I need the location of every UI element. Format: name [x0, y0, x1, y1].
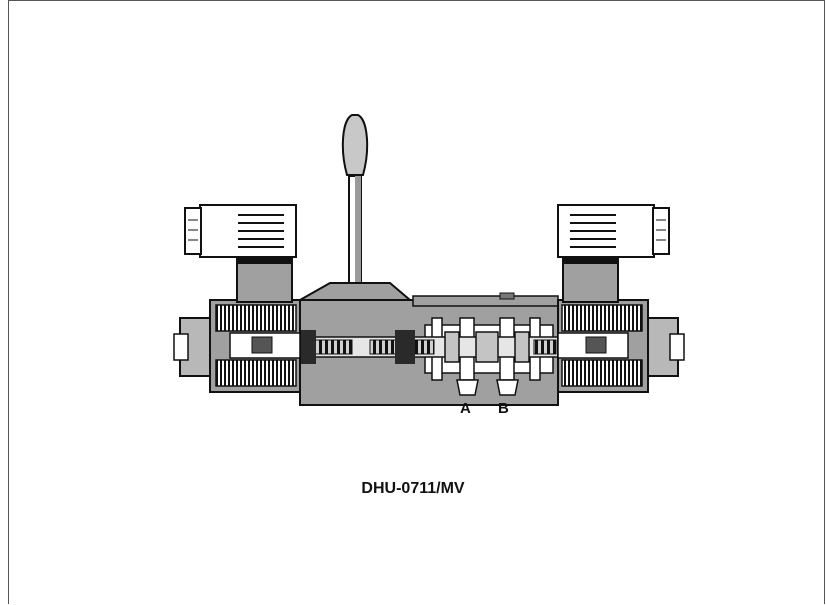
left-coil-connector: [184, 204, 297, 303]
right-solenoid: [557, 299, 685, 393]
lever-handle: [341, 114, 369, 287]
port-b-label: B: [498, 400, 509, 417]
valve-body: [299, 292, 559, 406]
right-coil-connector: [557, 204, 670, 303]
left-solenoid: [173, 299, 301, 393]
port-a-label: A: [460, 400, 471, 417]
drawing-frame: [8, 0, 825, 604]
model-number: DHU-0711/MV: [361, 480, 465, 497]
